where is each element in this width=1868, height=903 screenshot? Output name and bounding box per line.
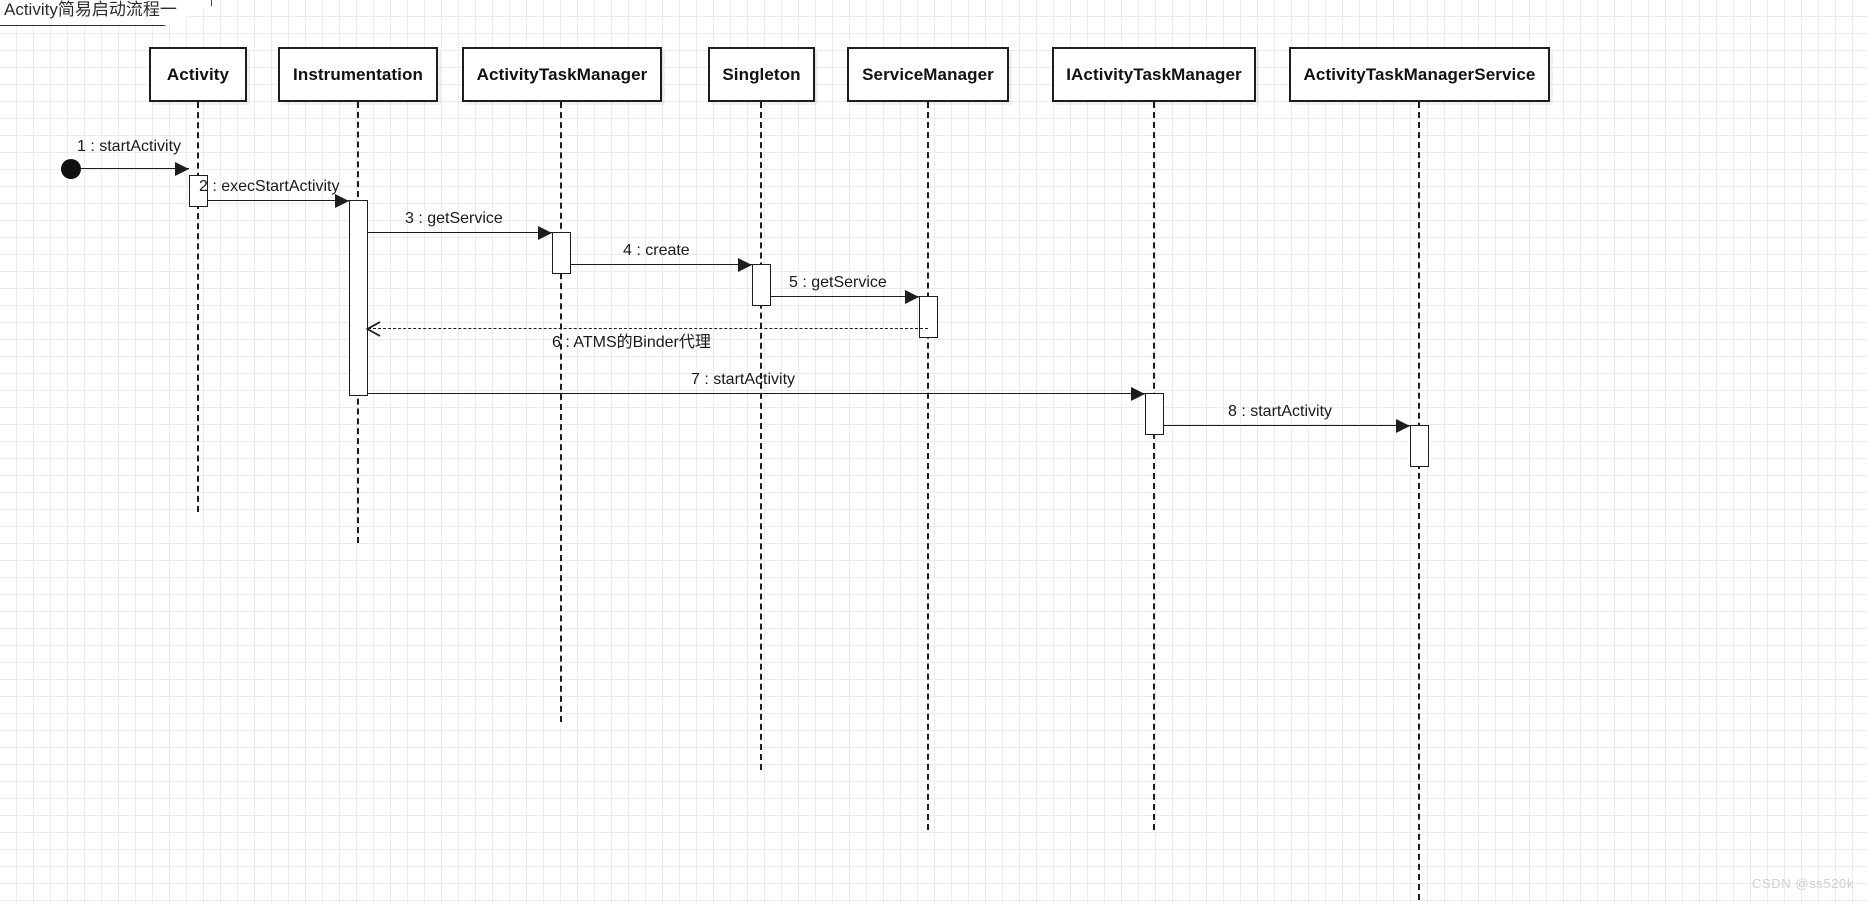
message-line-8[interactable] [1164,425,1410,426]
message-label-3[interactable]: 3 : getService [405,210,503,227]
lifeline-dash-singleton [760,102,762,770]
lifeline-dash-activitytaskmanager [560,102,562,722]
activation-bar-iactivitytaskmanager[interactable] [1145,393,1164,435]
arrowhead-filled-4 [738,258,752,272]
message-label-7[interactable]: 7 : startActivity [691,371,796,388]
arrowhead-filled-3 [538,226,552,240]
lifeline-dash-servicemanager [927,102,929,830]
message-label-1[interactable]: 1 : startActivity [77,138,182,155]
message-line-1[interactable] [75,168,189,169]
arrowhead-filled-7 [1131,387,1145,401]
activation-bar-activity[interactable] [189,175,208,207]
message-label-6[interactable]: 6 : ATMS的Binder代理 [552,334,711,351]
found-message-start-dot [61,159,81,179]
arrowhead-open-6 [365,321,381,337]
lifeline-head-activity[interactable]: Activity [149,47,247,102]
message-label-4[interactable]: 4 : create [623,242,690,259]
lifeline-head-servicemanager[interactable]: ServiceManager [847,47,1009,102]
message-line-4[interactable] [571,264,752,265]
lifeline-dash-activitytaskmanagerservice [1418,102,1420,900]
message-label-8[interactable]: 8 : startActivity [1228,403,1333,420]
lifeline-head-iactivitytaskmanager[interactable]: IActivityTaskManager [1052,47,1256,102]
message-line-3[interactable] [368,232,552,233]
lifeline-head-singleton[interactable]: Singleton [708,47,815,102]
lifeline-head-instrumentation[interactable]: Instrumentation [278,47,438,102]
message-label-5[interactable]: 5 : getService [789,274,887,291]
lifeline-dash-activity [197,102,199,512]
message-line-2[interactable] [208,200,349,201]
message-line-7[interactable] [368,393,1145,394]
activation-bar-activitytaskmanager[interactable] [552,232,571,274]
watermark-label: CSDN @ss520k [1751,876,1854,891]
arrowhead-filled-2 [335,194,349,208]
arrowhead-filled-5 [905,290,919,304]
message-label-2[interactable]: 2 : execStartActivity [199,178,340,195]
activation-bar-activitytaskmanagerservice[interactable] [1410,425,1429,467]
arrowhead-filled-8 [1396,419,1410,433]
lifeline-head-activitytaskmanager[interactable]: ActivityTaskManager [462,47,662,102]
activation-bar-singleton[interactable] [752,264,771,306]
lifeline-dash-iactivitytaskmanager [1153,102,1155,830]
lifeline-head-activitytaskmanagerservice[interactable]: ActivityTaskManagerService [1289,47,1550,102]
arrowhead-filled-1 [175,162,189,176]
message-line-6[interactable] [368,328,928,329]
activation-bar-servicemanager[interactable] [919,296,938,338]
diagram-title-tab[interactable]: Activity简易启动流程一 [0,0,212,26]
activation-bar-instrumentation[interactable] [349,200,368,396]
message-line-5[interactable] [771,296,919,297]
